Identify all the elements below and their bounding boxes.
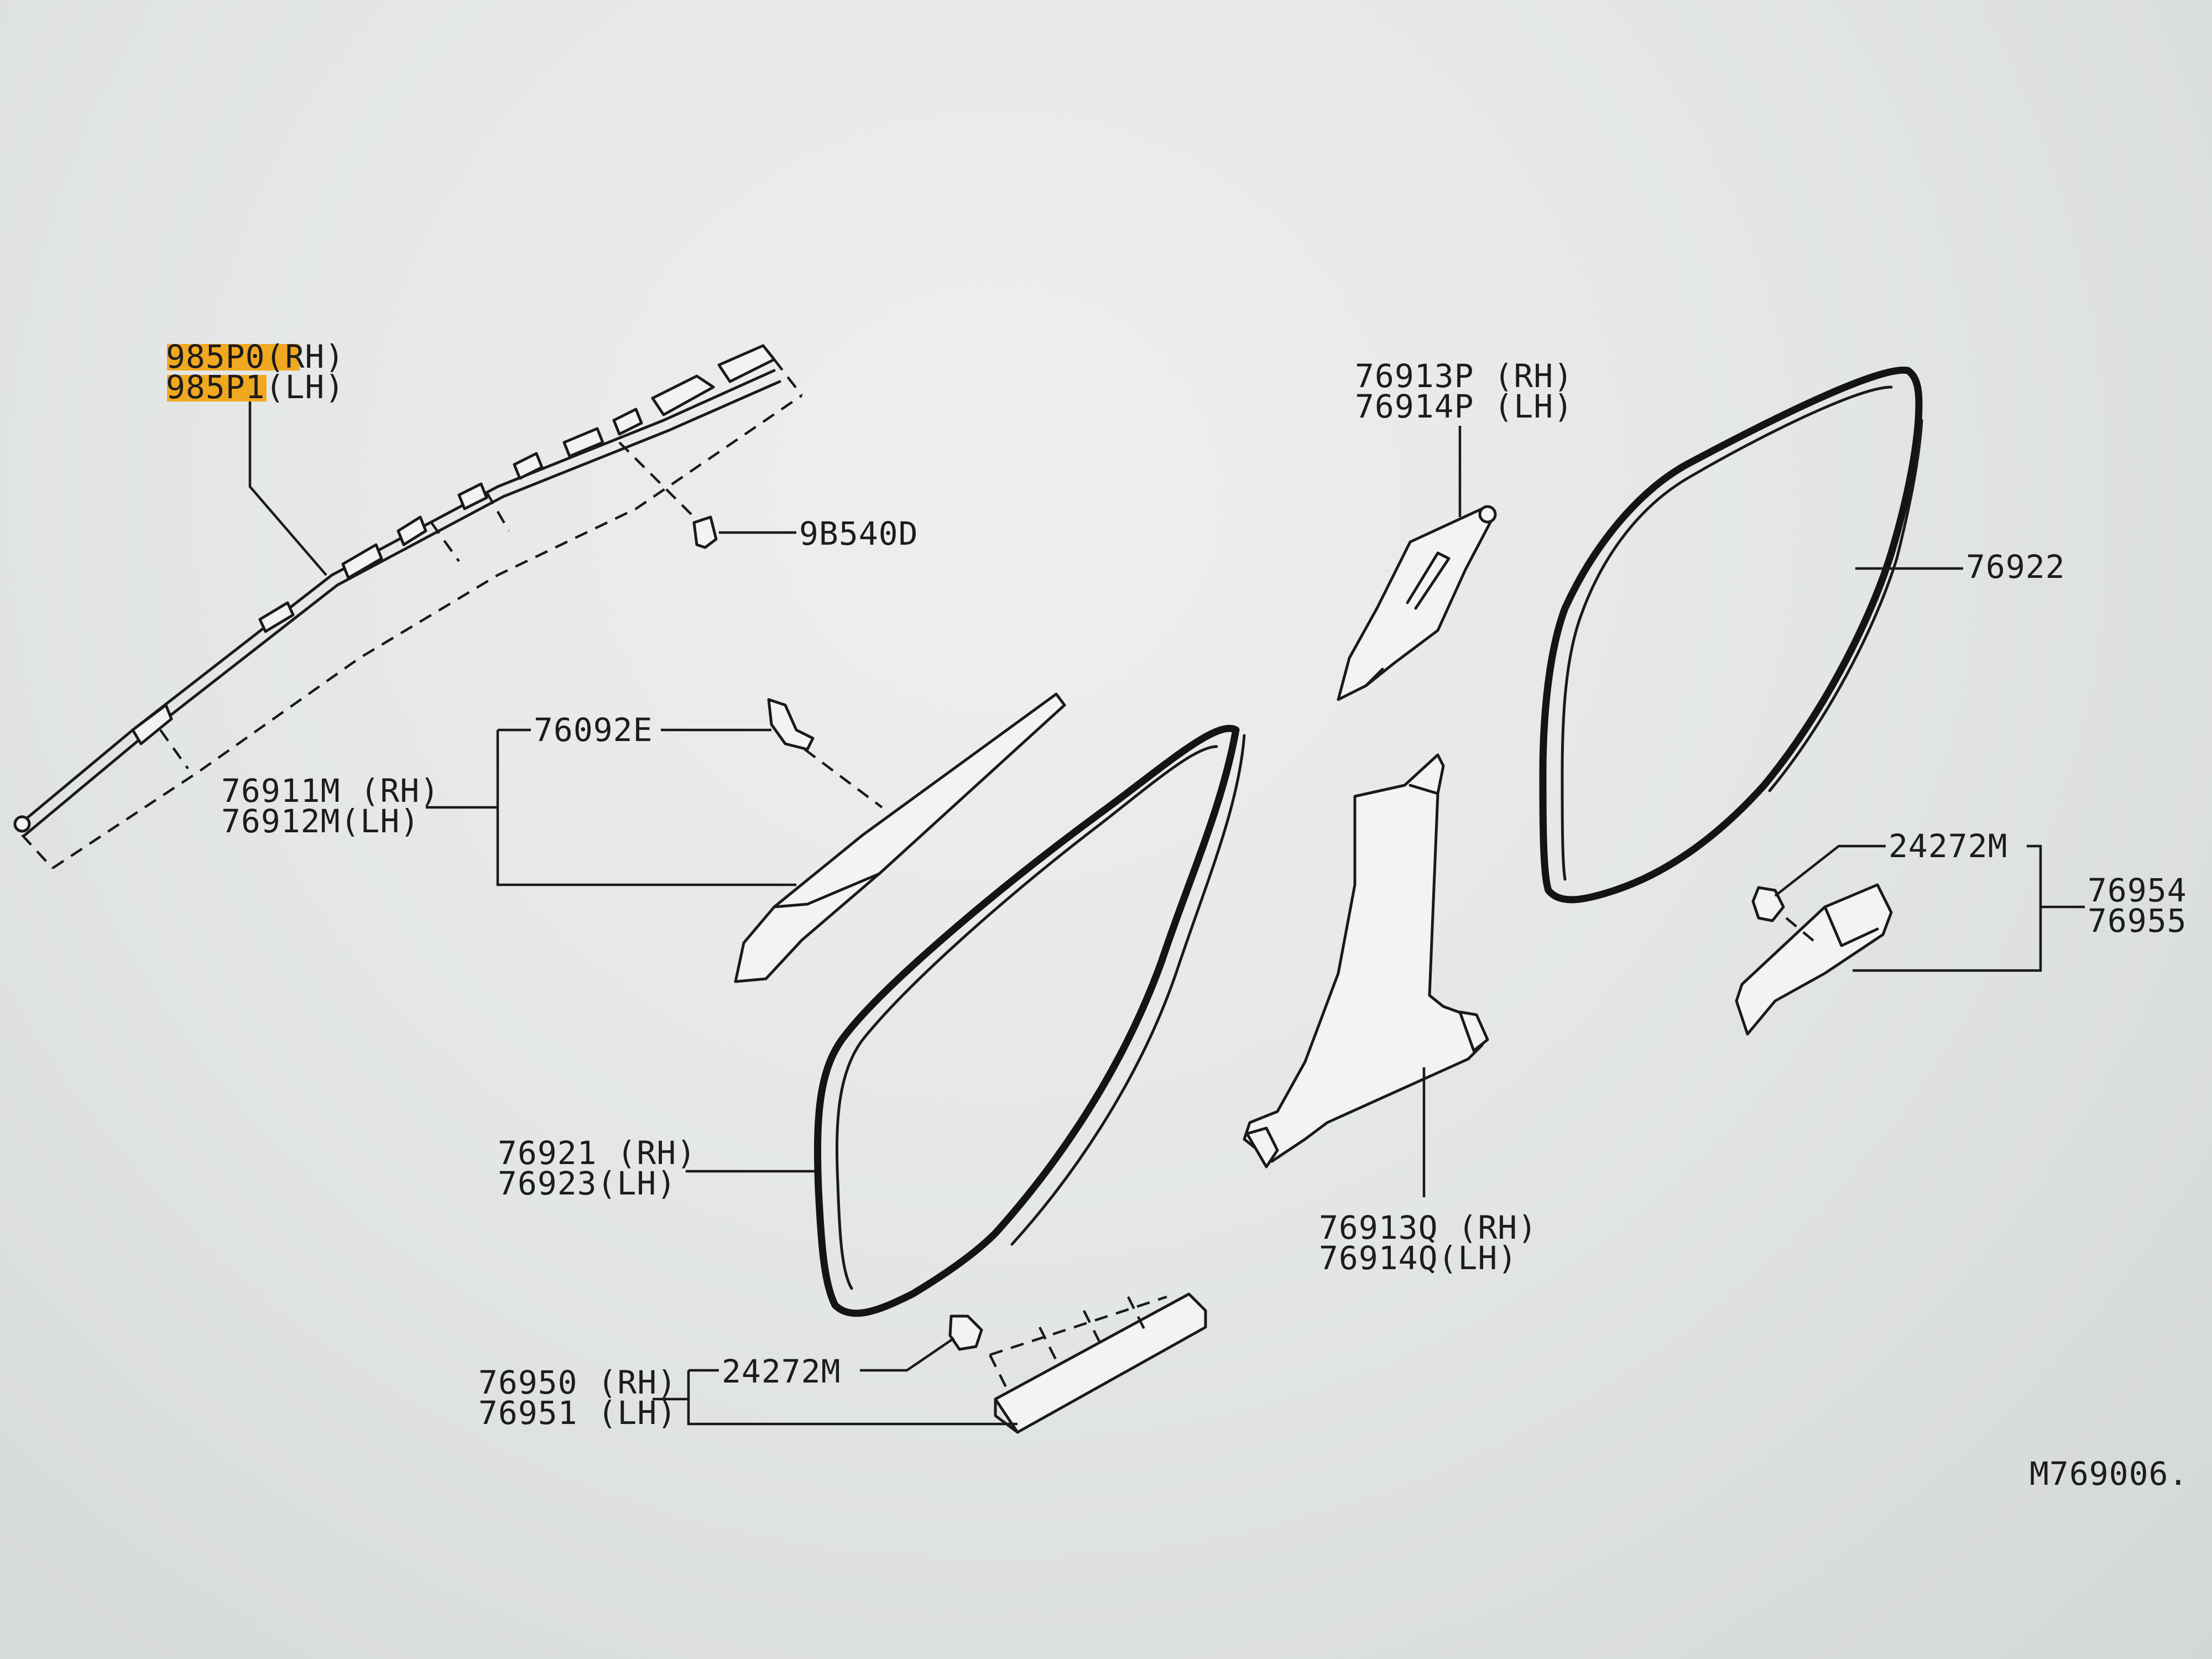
label-985P1[interactable]: 985P1(LH) [166,368,345,406]
label-76955[interactable]: 76955 ( [2088,902,2212,940]
label-76911M[interactable]: 76911M (RH) [221,772,440,810]
label-76922[interactable]: 76922 [1966,548,2065,586]
label-76923[interactable]: 76923(LH) [498,1165,676,1202]
label-76913P[interactable]: 76913P (RH) [1355,357,1573,395]
label-76914Q[interactable]: 76914Q(LH) [1319,1239,1517,1277]
label-76914P[interactable]: 76914P (LH) [1355,388,1573,425]
label-76951[interactable]: 76951 (LH) [478,1394,677,1432]
diagram-id: M769006. [2030,1455,2188,1493]
label-9B540D[interactable]: 9B540D [799,515,919,552]
label-76913Q[interactable]: 76913Q (RH) [1319,1209,1537,1246]
curtain-airbag[interactable] [13,344,803,869]
label-highlight [167,344,300,371]
rear-kick-plate[interactable] [1735,883,1893,1036]
front-kick-plate[interactable] [988,1292,1207,1434]
label-76950[interactable]: 76950 (RH) [478,1364,677,1401]
label-76921[interactable]: 76921 (RH) [498,1134,696,1172]
front-pillar-garnish[interactable] [734,692,1066,983]
clip-76092e[interactable] [767,698,815,751]
clip-24272m-front[interactable] [948,1314,983,1351]
label-highlight [167,375,267,401]
lower-center-pillar[interactable] [1243,753,1489,1168]
clip-9b540d[interactable] [692,515,718,549]
front-door-weatherstrip[interactable] [813,724,1246,1317]
label-24272M-rear[interactable]: 24272M [1888,827,2008,865]
label-76912M[interactable]: 76912M(LH) [221,802,420,840]
label-76092E[interactable]: 76092E [534,711,653,749]
label-76954[interactable]: 76954 ( [2088,872,2212,909]
label-24272M-front[interactable]: 24272M [722,1353,841,1390]
upper-center-pillar[interactable] [1337,505,1497,701]
rear-door-weatherstrip[interactable] [1539,366,1923,904]
label-985P0[interactable]: 985P0(RH) [166,338,345,375]
